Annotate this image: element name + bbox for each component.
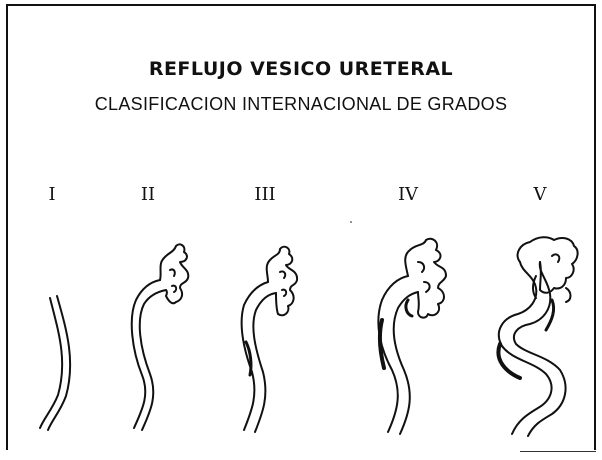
print-speck	[350, 221, 352, 223]
frame-border-left	[6, 4, 8, 450]
grade-label-i: I	[48, 184, 56, 205]
diagram-subtitle: CLASIFICACION INTERNACIONAL DE GRADOS	[94, 94, 508, 114]
grade-i-ureter	[39, 295, 72, 431]
frame-border-top	[6, 4, 596, 6]
diagram-title: REFLUJO VESICO URETERAL	[148, 58, 454, 80]
grade-ii-ureter	[130, 279, 167, 431]
grade-iii-ureter	[240, 281, 277, 433]
grade-label-iii: III	[254, 184, 276, 205]
grade-label-v: V	[533, 184, 547, 205]
grade-label-ii: II	[140, 184, 156, 205]
frame-border-right	[594, 4, 596, 450]
grade-iv-kidney-calyces	[404, 237, 447, 319]
grade-v-ureter	[496, 261, 567, 437]
grade-v-kidney-calyces	[516, 236, 579, 303]
frame-border-bottom	[520, 451, 596, 452]
grade-iii-kidney-calyces	[265, 245, 299, 317]
grade-ii-kidney-calyces	[159, 243, 190, 305]
grade-label-iv: IV	[397, 184, 419, 205]
grade-iv-ureter	[377, 275, 419, 435]
